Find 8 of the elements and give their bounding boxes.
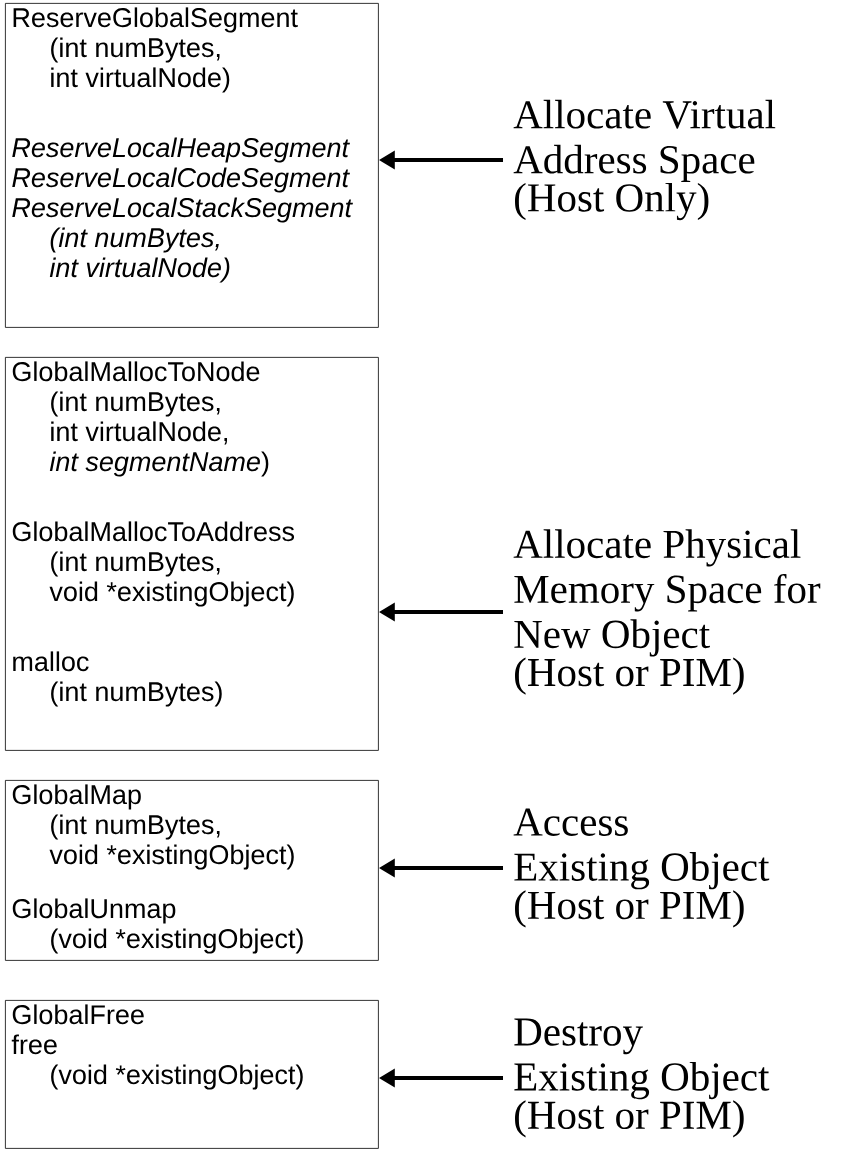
function-box: GlobalMap (int numBytes, void *existingObject) GlobalUnmap (void *existingObject) [5,780,379,961]
description-label: Allocate Physical Memory Space for New Object (Host or PIM) [513,529,821,695]
description-label: Allocate Virtual Address Space (Host Only) [513,99,776,221]
function-box: GlobalFree free (void *existingObject) [5,1000,379,1149]
function-box: GlobalMallocToNode (int numBytes, int virtualNode, int segmentName) GlobalMallocToAddress (int numBytes, void *existingObject) malloc (int numBytes) [5,357,379,751]
description-label: Destroy Existing Object (Host or PIM) [514,1018,770,1138]
description-label: Access Existing Object (Host or PIM) [513,808,770,928]
function-box: ReserveGlobalSegment (int numBytes, int virtualNode) ReserveLocalHeapSegment ReserveLocalCodeSegment ReserveLocalStackSegment (int numBytes, int virtualNode) [5,3,379,328]
